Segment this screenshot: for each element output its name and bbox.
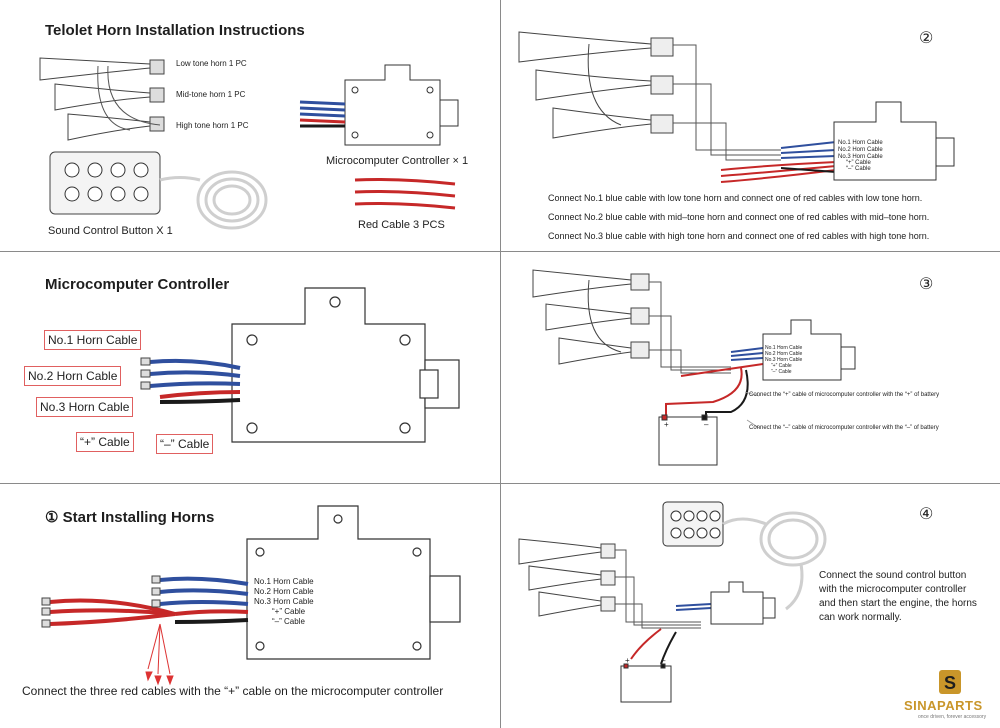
step1-label-no2: No.2 Horn Cable: [254, 587, 314, 596]
high-tone-horn: [67, 113, 165, 141]
step2-label-no2: No.2 Horn Cable: [838, 147, 883, 153]
step3-label-no2: No.2 Horn Cable: [765, 351, 803, 357]
panel-step-1: ① Start Installing Horns: [0, 484, 500, 728]
step3-battery-minus: –: [704, 420, 709, 429]
divider-column: [500, 0, 501, 728]
step3-label-minus: “–” Cable: [771, 369, 792, 375]
label-no1-horn-cable: No.1 Horn Cable: [44, 330, 142, 350]
step4-battery-plus: +: [625, 656, 630, 665]
panel-microcomputer-controller: Microcomputer Controller No.1 Horn Cable…: [0, 252, 500, 483]
controller-section-title: Microcomputer Controller: [45, 276, 230, 293]
label-sound-button: Sound Control Button X 1: [48, 225, 173, 237]
label-low-tone-horn: Low tone horn 1 PC: [176, 59, 247, 68]
red-cables-drawing: [354, 178, 456, 210]
logo-mark: S: [939, 670, 961, 694]
step3-label-no1: No.1 Horn Cable: [765, 345, 803, 351]
controller-drawing: [344, 64, 459, 146]
step4-note-line-3: and then start the engine, the horns: [819, 598, 977, 609]
logo-tagline: once driven, forever accessory: [918, 714, 987, 720]
controller-cables: [299, 100, 346, 128]
step2-label-plus: “+” Cable: [846, 160, 871, 166]
label-no3-horn-cable: No.3 Horn Cable: [36, 397, 134, 417]
step2-note-1: Connect No.1 blue cable with low tone ho…: [548, 193, 923, 203]
step4-note-line-2: with the microcomputer controller: [819, 584, 967, 595]
step3-note-plus: Connect the “+” cable of microcomputer c…: [749, 392, 940, 398]
svg-text:S: S: [944, 673, 956, 693]
step4-diagram: [518, 501, 827, 703]
installation-contents-drawing: [39, 57, 459, 230]
step1-label-no1: No.1 Horn Cable: [254, 577, 314, 586]
label-controller: Microcomputer Controller × 1: [326, 155, 469, 167]
step3-label-plus: “+” Cable: [771, 363, 792, 369]
mid-tone-horn: [54, 83, 165, 111]
step3-diagram: [532, 269, 856, 466]
label-high-tone-horn: High tone horn 1 PC: [176, 121, 249, 130]
low-tone-horn: [39, 57, 165, 81]
step4-note-line-4: can work normally.: [819, 612, 902, 623]
step1-title: ① Start Installing Horns: [45, 509, 215, 526]
panel-step-2: ② No.1 Horn Cable: [501, 0, 1000, 251]
step1-label-plus: “+” Cable: [272, 607, 306, 616]
panel-installation-contents: Telolet Horn Installation Instructions: [0, 0, 500, 251]
page-title: Telolet Horn Installation Instructions: [45, 22, 305, 39]
step1-caption: Connect the three red cables with the “+…: [22, 684, 444, 698]
step1-diagram: [41, 505, 461, 686]
logo: S SINAPARTS once driven, forever accesso…: [904, 666, 996, 724]
step3-label-no3: No.3 Horn Cable: [765, 357, 803, 363]
label-plus-cable: “+” Cable: [76, 432, 134, 452]
step2-diagram: [518, 31, 955, 183]
label-red-cable: Red Cable 3 PCS: [358, 219, 445, 231]
label-minus-cable: “–” Cable: [156, 434, 214, 454]
panel-step-4: ④: [501, 484, 1000, 728]
panel-step-3: ③: [501, 252, 1000, 483]
label-no2-horn-cable: No.2 Horn Cable: [24, 366, 122, 386]
step1-label-no3: No.3 Horn Cable: [254, 597, 314, 606]
step4-battery-minus: –: [661, 656, 666, 665]
controller-diagram: [140, 287, 460, 443]
step2-note-3: Connect No.3 blue cable with high tone h…: [548, 231, 930, 241]
sound-control-button-drawing: [49, 151, 161, 215]
logo-name: SINAPARTS: [904, 698, 983, 713]
step2-number: ②: [919, 30, 934, 47]
label-mid-tone-horn: Mid-tone horn 1 PC: [176, 90, 246, 99]
step4-note-line-1: Connect the sound control button: [819, 570, 967, 581]
step4-button: [662, 501, 724, 547]
coiled-cable: [159, 170, 268, 230]
step3-number: ③: [919, 276, 934, 293]
step4-number: ④: [919, 506, 934, 523]
horn-bracket: [97, 65, 161, 131]
step2-label-minus: “–” Cable: [846, 166, 871, 172]
step2-label-no3: No.3 Horn Cable: [838, 154, 883, 160]
step1-label-minus: “–” Cable: [272, 617, 305, 626]
step2-label-no1: No.1 Horn Cable: [838, 140, 883, 146]
step3-battery-plus: +: [664, 420, 669, 429]
step3-note-minus: Connect the “–” cable of microcomputer c…: [749, 425, 939, 431]
step2-note-2: Connect No.2 blue cable with mid–tone ho…: [548, 212, 930, 222]
